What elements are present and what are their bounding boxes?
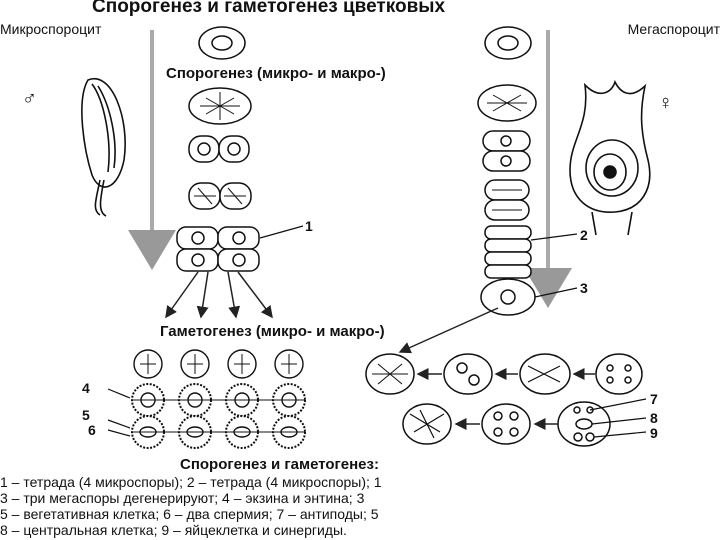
micro-sporogenesis-cells: [176, 26, 260, 272]
legend-line: 1 – тетрада (4 микроспоры); 2 – тетрада …: [0, 474, 382, 490]
ovule-drawing: [569, 79, 651, 236]
label-7: 7: [650, 391, 658, 407]
legend-line: 3 – три мегаспоры дегенерируют; 4 – экзи…: [0, 490, 365, 506]
leader-lines: [107, 225, 647, 438]
female-symbol: ♀: [658, 92, 673, 114]
mega-sporogenesis-cells: [477, 26, 537, 316]
legend-line: 8 – центральная клетка; 9 – яйцеклетка и…: [0, 522, 347, 538]
micro-gametogenesis-cells: [131, 349, 306, 449]
micro-fan-arrows: [165, 271, 273, 319]
label-1: 1: [305, 218, 313, 234]
label-2: 2: [580, 227, 588, 243]
label-4: 4: [82, 380, 90, 396]
label-9: 9: [650, 425, 658, 441]
stamen-drawing: [81, 77, 126, 217]
sporogenesis-heading: Спорогенез (микро- и макро-): [166, 65, 386, 82]
legend-heading: Спорогенез и гаметогенез:: [180, 456, 379, 473]
mega-gametogenesis-cells: [365, 307, 643, 447]
male-symbol: ♂: [22, 88, 37, 110]
megasporocyte-label: Мегаспороцит: [627, 21, 720, 37]
label-8: 8: [650, 410, 658, 426]
microsporocyte-label: Микроспороцит: [0, 21, 102, 37]
label-5: 5: [82, 407, 90, 423]
gametogenesis-heading: Гаметогенез (микро- и макро-): [160, 323, 385, 340]
label-6: 6: [88, 422, 96, 438]
legend-line: 5 – вегетативная клетка; 6 – два спермия…: [0, 506, 379, 522]
diagram-title: Спорогенез и гаметогенез цветковых: [92, 0, 446, 17]
label-3: 3: [580, 280, 588, 296]
